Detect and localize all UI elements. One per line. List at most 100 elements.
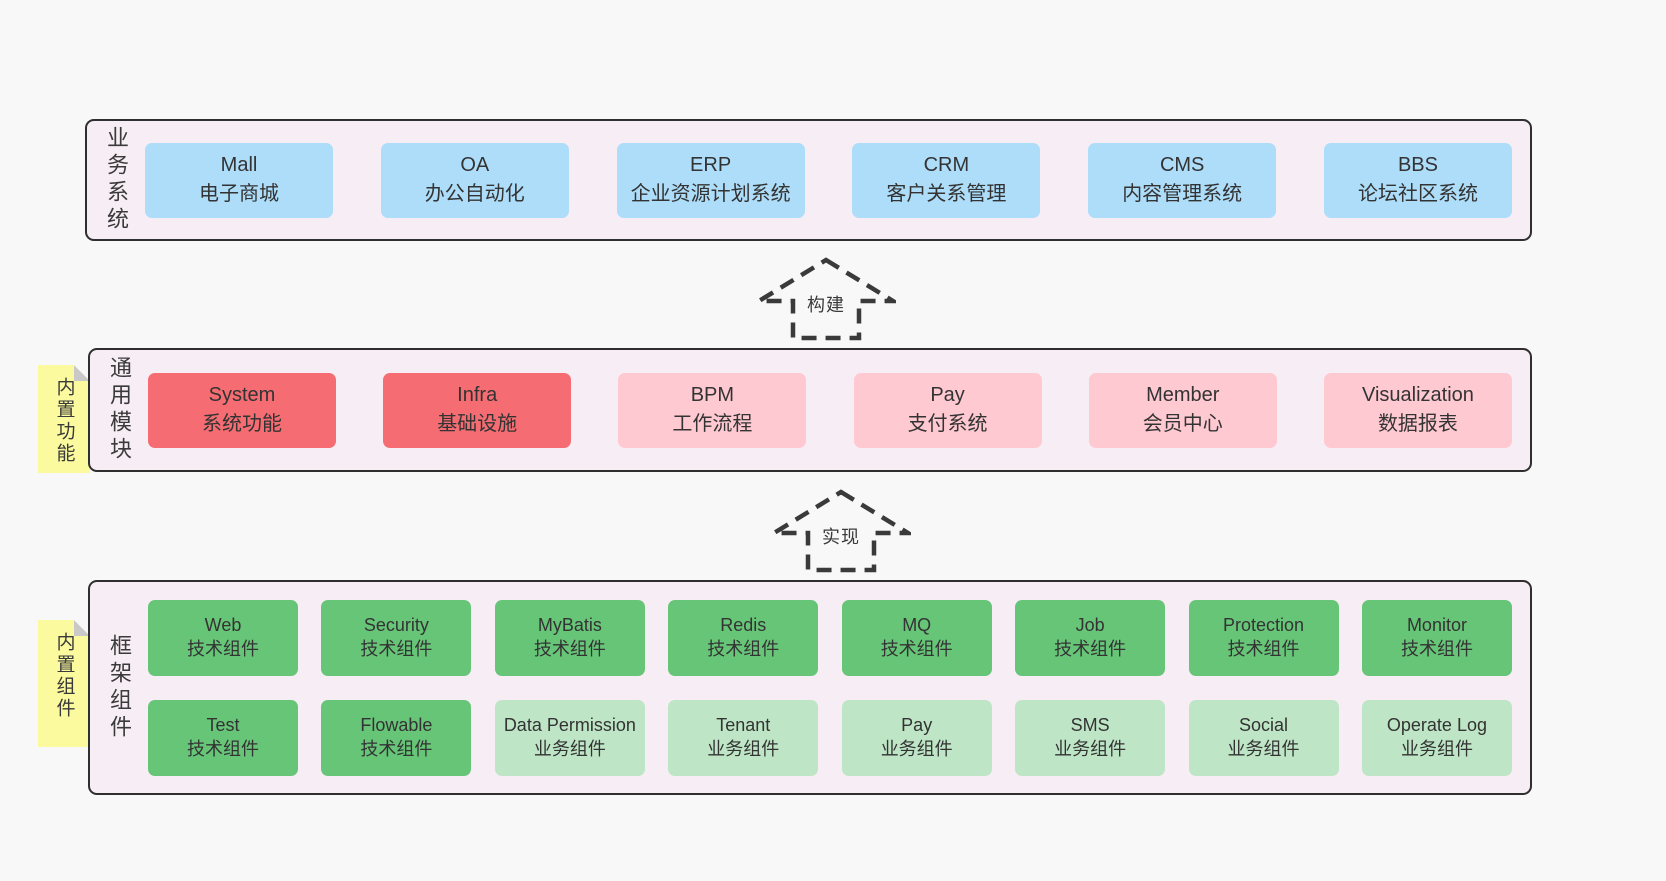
layer-common-modules: 通用模块 System 系统功能 Infra 基础设施 BPM 工作流程 Pay… [88,348,1532,472]
sticky-note-builtin-features: 内置功能 [38,365,90,473]
layer-business-content: Mall 电子商城 OA 办公自动化 ERP 企业资源计划系统 CRM 客户关系… [145,121,1530,239]
box-title: Web [204,615,242,636]
layer-framework-content: Web 技术组件 Security 技术组件 MyBatis 技术组件 Redi… [148,582,1530,793]
box-subtitle: 系统功能 [202,413,282,435]
box-title: Operate Log [1386,715,1487,736]
box-mybatis: MyBatis 技术组件 [494,599,645,676]
box-pay-system: Pay 支付系统 [853,372,1042,448]
box-pay-business: Pay 业务组件 [841,699,992,776]
box-subtitle: 业务组件 [880,738,953,759]
arrow-implement-label: 实现 [816,520,866,552]
framework-row-1: Web 技术组件 Security 技术组件 MyBatis 技术组件 Redi… [148,599,1512,676]
box-redis: Redis 技术组件 [668,599,819,676]
box-oa: OA 办公自动化 [380,142,569,218]
box-subtitle: 论坛社区系统 [1357,183,1478,205]
box-title: Protection [1223,615,1305,636]
sticky-note-builtin-components: 内置组件 [38,620,90,747]
box-data-permission: Data Permission 业务组件 [494,699,645,776]
box-flowable: Flowable 技术组件 [321,699,472,776]
box-title: ERP [690,154,732,176]
box-title: Monitor [1406,615,1467,636]
box-bpm: BPM 工作流程 [618,372,807,448]
note-label: 内置功能 [53,377,75,465]
box-subtitle: 会员中心 [1142,413,1223,435]
box-title: Security [363,615,429,636]
box-subtitle: 业务组件 [533,738,606,759]
layer-title-framework: 框架组件 [90,582,148,793]
box-web: Web 技术组件 [148,599,298,676]
box-system: System 系统功能 [148,372,336,448]
dashed-up-arrow-icon [756,257,896,341]
layer-business-systems: 业务系统 Mall 电子商城 OA 办公自动化 ERP 企业资源计划系统 CRM… [85,119,1532,241]
box-subtitle: 客户关系管理 [886,183,1007,205]
box-member: Member 会员中心 [1088,372,1277,448]
box-subtitle: 技术组件 [1054,638,1127,659]
box-job: Job 技术组件 [1015,599,1166,676]
arrow-up-build: 构建 [756,257,896,341]
box-title: Job [1075,615,1105,636]
box-subtitle: 技术组件 [707,638,780,659]
box-title: Mall [220,154,258,176]
box-title: Tenant [716,715,771,736]
box-erp: ERP 企业资源计划系统 [616,142,805,218]
box-subtitle: 办公自动化 [424,183,525,205]
box-title: Test [206,715,240,736]
note-label: 内置组件 [53,632,75,720]
box-subtitle: 技术组件 [533,638,606,659]
box-title: Data Permission [503,715,636,736]
box-title: Pay [901,715,933,736]
box-subtitle: 企业资源计划系统 [630,183,791,205]
box-cms: CMS 内容管理系统 [1088,142,1277,218]
box-title: OA [460,154,490,176]
box-security: Security 技术组件 [321,599,472,676]
box-subtitle: 支付系统 [907,413,988,435]
arrow-build-label: 构建 [801,288,851,320]
box-title: MQ [902,615,932,636]
box-subtitle: 业务组件 [1400,738,1473,759]
box-operate-log: Operate Log 业务组件 [1361,699,1512,776]
box-title: MyBatis [537,615,602,636]
box-monitor: Monitor 技术组件 [1361,599,1512,676]
box-protection: Protection 技术组件 [1188,599,1339,676]
box-title: CMS [1159,154,1205,176]
box-title: Redis [720,615,767,636]
box-subtitle: 业务组件 [1227,738,1300,759]
box-subtitle: 技术组件 [360,738,433,759]
box-subtitle: 技术组件 [360,638,433,659]
box-mall: Mall 电子商城 [145,142,333,218]
box-title: BBS [1397,154,1438,176]
box-title: Infra [457,384,498,406]
box-title: CRM [923,154,970,176]
layer-title-text: 通用模块 [107,356,132,464]
layer-title-text: 业务系统 [104,126,129,234]
box-subtitle: 基础设施 [437,413,518,435]
box-test: Test 技术组件 [148,699,298,776]
box-subtitle: 技术组件 [187,738,259,759]
box-infra: Infra 基础设施 [383,372,572,448]
layer-title-common: 通用模块 [90,350,148,470]
box-title: Flowable [360,715,433,736]
box-subtitle: 业务组件 [1054,738,1127,759]
box-subtitle: 业务组件 [707,738,780,759]
box-social: Social 业务组件 [1188,699,1339,776]
layer-title-text: 框架组件 [107,633,132,742]
layer-common-content: System 系统功能 Infra 基础设施 BPM 工作流程 Pay 支付系统… [148,350,1530,470]
box-crm: CRM 客户关系管理 [852,142,1041,218]
box-subtitle: 技术组件 [1400,638,1473,659]
arrow-up-implement: 实现 [771,489,911,573]
box-subtitle: 技术组件 [1227,638,1300,659]
box-visualization: Visualization 数据报表 [1323,372,1512,448]
box-title: Social [1239,715,1289,736]
layer-framework-components: 框架组件 Web 技术组件 Security 技术组件 MyBatis 技术组件… [88,580,1532,795]
box-title: BPM [690,384,735,406]
box-title: System [208,384,276,406]
box-bbs: BBS 论坛社区系统 [1323,142,1512,218]
box-subtitle: 技术组件 [880,638,953,659]
box-title: Member [1146,384,1220,406]
box-title: Pay [930,384,965,406]
box-title: SMS [1070,715,1110,736]
box-subtitle: 工作流程 [672,413,753,435]
box-subtitle: 技术组件 [187,638,259,659]
box-sms: SMS 业务组件 [1015,699,1166,776]
